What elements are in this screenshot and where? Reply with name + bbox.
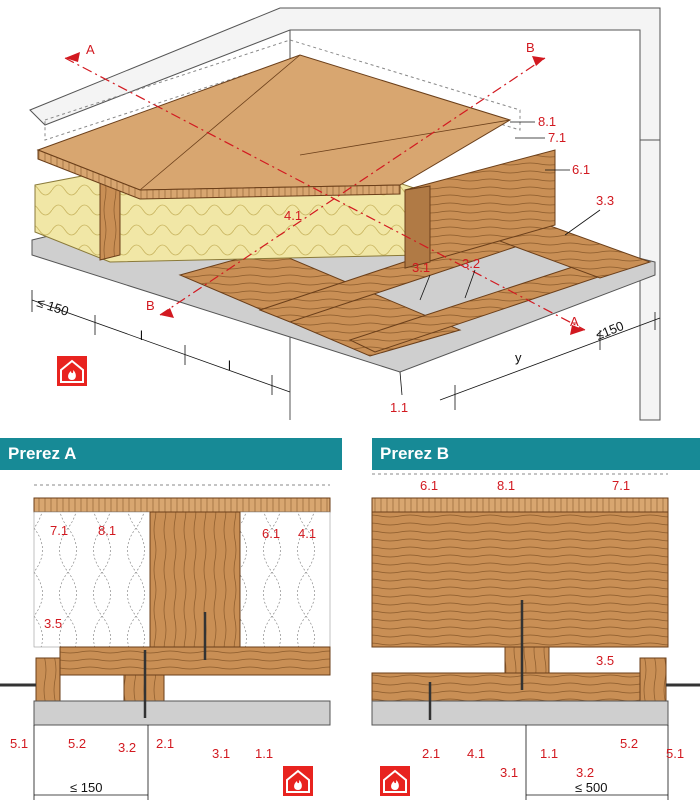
b-label-3-1: 3.1 [500, 765, 518, 780]
a-label-7-1: 7.1 [50, 523, 68, 538]
a-label-3-2: 3.2 [118, 740, 136, 755]
b-label-5-2: 5.2 [620, 736, 638, 751]
b-dim: ≤ 500 [575, 780, 607, 795]
a-label-4-1: 4.1 [298, 526, 316, 541]
a-label-6-1: 6.1 [262, 526, 280, 541]
arrow-a-start [65, 52, 80, 62]
a-label-1-1: 1.1 [255, 746, 273, 761]
section-a-marker: A [86, 42, 95, 57]
section-b-marker: B [526, 40, 535, 55]
joist-a [149, 511, 241, 648]
dim-span-2: l [228, 358, 231, 373]
floor-board-a [33, 497, 331, 513]
label-3-3: 3.3 [596, 193, 614, 208]
b-label-4-1: 4.1 [467, 746, 485, 761]
board-joint [139, 54, 301, 191]
label-4-1: 4.1 [284, 208, 302, 223]
upper-layer-outline [44, 39, 521, 141]
b-label-2-1: 2.1 [422, 746, 440, 761]
right-wall [639, 139, 661, 421]
section-b-header: Prerez B [372, 438, 700, 470]
section-a-drawing: 7.1 8.1 6.1 4.1 3.5 5.1 5.2 3.2 2.1 3.1 … [0, 484, 331, 800]
label-3-1: 3.1 [412, 260, 430, 275]
dim-span-1: l [140, 328, 143, 343]
a-label-3-5: 3.5 [44, 616, 62, 631]
b-label-1-1: 1.1 [540, 746, 558, 761]
dim-y: y [515, 350, 522, 365]
label-7-1: 7.1 [548, 130, 566, 145]
label-6-1: 6.1 [572, 162, 590, 177]
arrow-a-end [570, 325, 585, 335]
a-label-3-1: 3.1 [212, 746, 230, 761]
label-1-1: 1.1 [390, 400, 408, 415]
a-dim: ≤ 150 [70, 780, 102, 795]
b-label-8-1: 8.1 [497, 478, 515, 493]
batten-3-5-a [35, 657, 61, 702]
arrow-b-end [160, 308, 174, 318]
batten-3-5-b [639, 657, 667, 702]
label-8-1: 8.1 [538, 114, 556, 129]
arrow-b-start [532, 56, 545, 66]
section-a-header: Prerez A [0, 438, 342, 470]
dim-right-edge: ≤150 [594, 318, 626, 343]
leaders [399, 121, 601, 396]
batten-3-2-b [371, 672, 641, 702]
b-label-5-1: 5.1 [666, 746, 684, 761]
fire-protection-icon [57, 356, 87, 386]
fire-protection-icon-b [380, 766, 410, 796]
floor-board [36, 54, 512, 191]
a-label-5-2: 5.2 [68, 736, 86, 751]
section-b-marker-2: B [146, 298, 155, 313]
a-label-2-1: 2.1 [156, 736, 174, 751]
floor-board-b [371, 497, 669, 513]
ceiling-board-a [33, 700, 331, 726]
isometric-view: A B B A 8.1 7.1 6.1 4.1 3.3 3.1 3.2 1.1 [29, 7, 661, 421]
dimension-lines [31, 290, 661, 410]
section-b-drawing: 6.1 8.1 7.1 3.5 2.1 4.1 3.1 1.1 3.2 5.2 … [371, 473, 700, 800]
ceiling-board-b [371, 700, 669, 726]
board-joint-2 [299, 119, 511, 156]
a-label-8-1: 8.1 [98, 523, 116, 538]
b-label-3-5: 3.5 [596, 653, 614, 668]
fire-protection-icon-a [283, 766, 313, 796]
b-label-6-1: 6.1 [420, 478, 438, 493]
joists [99, 149, 556, 269]
b-label-7-1: 7.1 [612, 478, 630, 493]
dim-left-edge: ≤ 150 [35, 295, 70, 319]
batten-3-1-b [504, 646, 550, 674]
section-line-b [159, 57, 546, 316]
a-label-5-1: 5.1 [10, 736, 28, 751]
label-3-2: 3.2 [462, 256, 480, 271]
section-a-marker-2: A [570, 314, 579, 329]
batten-3-1-a [59, 646, 331, 676]
joist-b [371, 511, 669, 648]
b-label-3-2: 3.2 [576, 765, 594, 780]
section-line-a [64, 57, 586, 331]
